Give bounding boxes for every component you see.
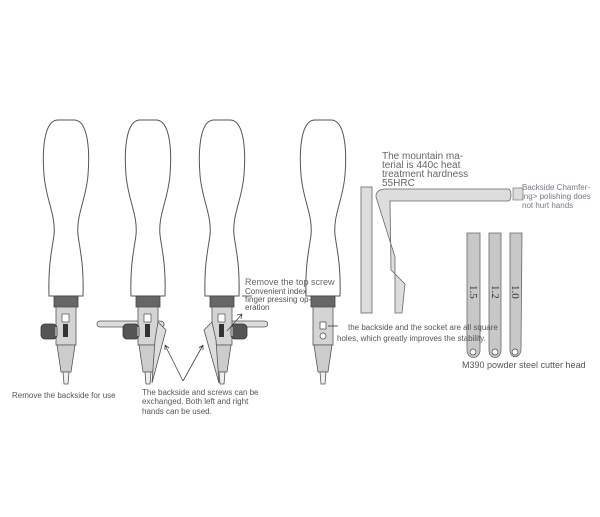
material-line: 55HRC xyxy=(382,178,415,189)
material-line: treatment hardness xyxy=(382,169,469,180)
tool-with-backside-right xyxy=(198,119,269,385)
index-finger-line: Convenient index xyxy=(245,287,307,296)
exchange-line: exchanged. Both left and right xyxy=(142,397,249,406)
chamfer-label: Backside Chamfer- ing> polishing does no… xyxy=(522,183,591,210)
tool-without-backside xyxy=(40,119,90,385)
top-screw-label: Remove the top screw xyxy=(245,277,335,287)
exchange-line: The backside and screws can be xyxy=(142,388,259,397)
blade-size-1-2: 1.2 xyxy=(489,285,501,299)
cutter-head-label: M390 powder steel cutter head xyxy=(462,360,586,370)
tool-square-socket xyxy=(299,119,347,385)
tool-with-backside-left xyxy=(96,119,172,385)
pointer-arrows xyxy=(164,295,252,382)
chamfer-line: Backside Chamfer- xyxy=(522,183,591,192)
index-finger-label: Convenient index finger pressing op- era… xyxy=(245,288,311,312)
index-finger-line: eration xyxy=(245,303,270,312)
backside-plate xyxy=(360,186,524,314)
index-finger-line: finger pressing op- xyxy=(245,295,312,304)
chamfer-line: ing> polishing does xyxy=(522,192,591,201)
square-holes-label: the backside and the socket are all squa… xyxy=(337,322,498,344)
cutter-heads xyxy=(466,232,523,358)
material-line: terial is 440c heat xyxy=(382,160,461,171)
blade-size-1-5: 1.5 xyxy=(467,285,479,299)
chamfer-line: not hurt hands xyxy=(522,201,574,210)
square-holes-line: holes, which greatly improves the stabil… xyxy=(337,334,486,343)
material-line: The mountain ma- xyxy=(382,151,464,162)
exchange-line: hands can be used. xyxy=(142,407,212,416)
square-holes-line: the backside and the socket are all squa… xyxy=(348,323,498,332)
exchange-label: The backside and screws can be exchanged… xyxy=(142,388,259,416)
blade-size-1-0: 1.0 xyxy=(509,285,521,299)
remove-backside-label: Remove the backside for use xyxy=(12,391,116,400)
material-label: The mountain ma- terial is 440c heat tre… xyxy=(382,151,469,189)
